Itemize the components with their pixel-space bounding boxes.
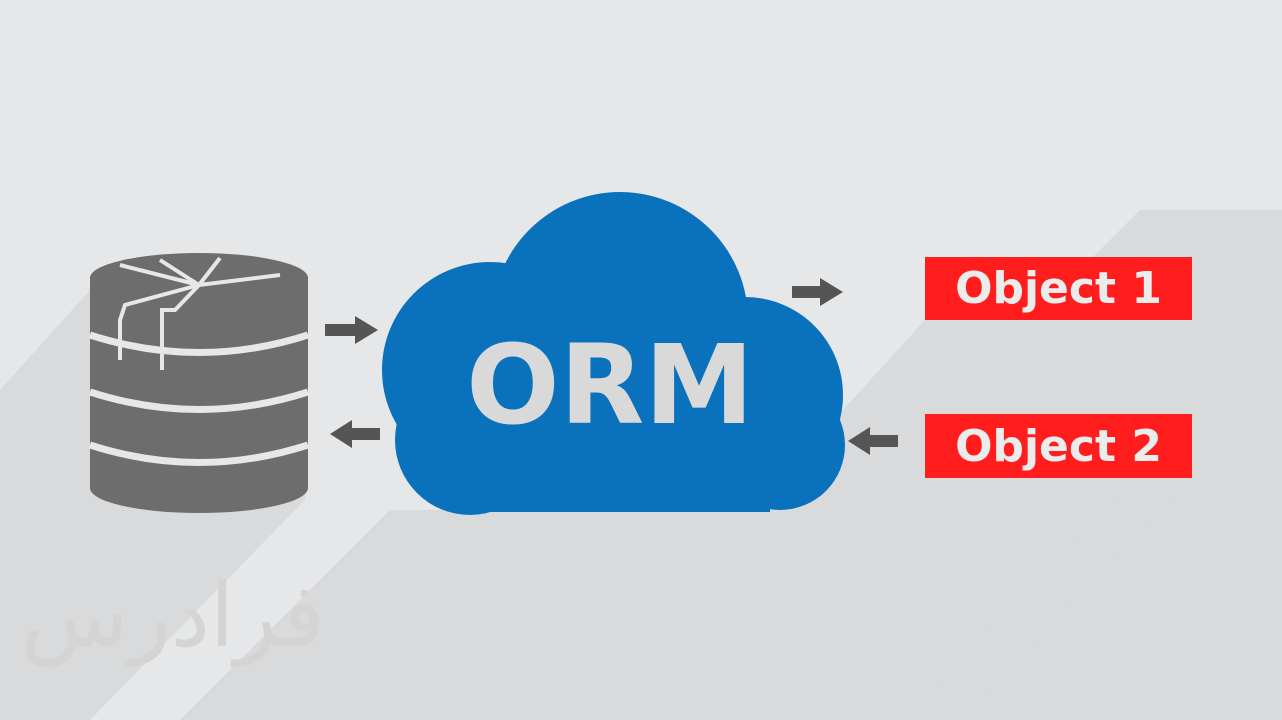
arrow-orm-to-db — [330, 420, 380, 448]
arrow-db-to-orm — [325, 316, 378, 344]
arrow-object2-to-orm — [848, 427, 898, 455]
object-2-box: Object 2 — [925, 414, 1192, 478]
object-2-label: Object 2 — [955, 420, 1162, 472]
database-icon — [88, 253, 310, 513]
object-1-label: Object 1 — [955, 263, 1162, 314]
cloud-shadow — [180, 210, 1282, 720]
object-shadow — [560, 257, 1192, 720]
cloud-icon — [382, 192, 845, 515]
watermark-logo: فرادرس — [20, 564, 325, 667]
object-1-box: Object 1 — [925, 257, 1192, 320]
object-shadow-2 — [900, 414, 1192, 720]
arrow-orm-to-object1 — [792, 278, 843, 306]
orm-label: ORM — [466, 321, 754, 449]
